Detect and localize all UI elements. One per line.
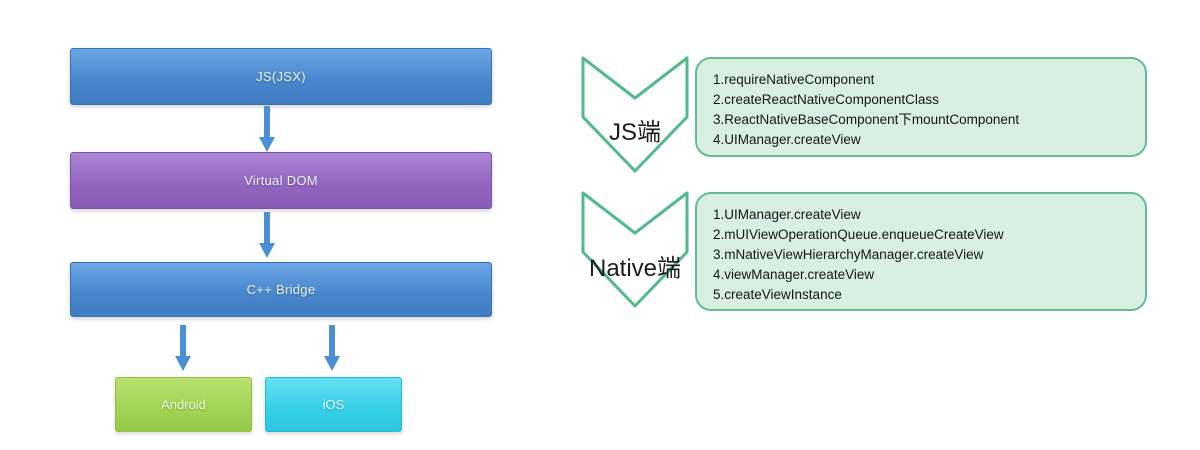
- step-item: 1.requireNativeComponent: [713, 72, 875, 87]
- step-item: 3.ReactNativeBaseComponent下mountComponen…: [713, 112, 1020, 127]
- node-virtual-dom: Virtual DOM: [70, 152, 492, 209]
- node-ios: iOS: [265, 377, 402, 432]
- node-android-label: Android: [161, 397, 206, 412]
- down-arrow-icon: [258, 106, 276, 152]
- chevron-banner-icon: [575, 190, 695, 310]
- step-item: 5.createViewInstance: [713, 287, 842, 302]
- node-virtual-dom-label: Virtual DOM: [244, 173, 318, 188]
- node-cpp-bridge: C++ Bridge: [70, 262, 492, 317]
- step-item: 3.mNativeViewHierarchyManager.createView: [713, 247, 984, 262]
- step-item: 2.createReactNativeComponentClass: [713, 92, 939, 107]
- callout-native-label: Native端: [588, 255, 682, 282]
- callout-js-steps: 1.requireNativeComponent 2.createReactNa…: [695, 57, 1147, 157]
- step-item: 4.UIManager.createView: [713, 132, 861, 147]
- step-item: 4.viewManager.createView: [713, 267, 875, 282]
- node-ios-label: iOS: [322, 397, 345, 412]
- node-cpp-bridge-label: C++ Bridge: [246, 282, 316, 297]
- node-js-jsx: JS(JSX): [70, 48, 492, 105]
- callout-js-label: JS端: [608, 119, 661, 146]
- node-js-jsx-label: JS(JSX): [256, 69, 306, 84]
- down-arrow-icon: [323, 322, 341, 374]
- chevron-banner-icon: [575, 55, 695, 175]
- step-item: 1.UIManager.createView: [713, 207, 861, 222]
- callout-native-steps: 1.UIManager.createView 2.mUIViewOperatio…: [695, 192, 1147, 311]
- down-arrow-icon: [174, 322, 192, 374]
- node-android: Android: [115, 377, 252, 432]
- down-arrow-icon: [258, 210, 276, 260]
- step-item: 2.mUIViewOperationQueue.enqueueCreateVie…: [713, 227, 1004, 242]
